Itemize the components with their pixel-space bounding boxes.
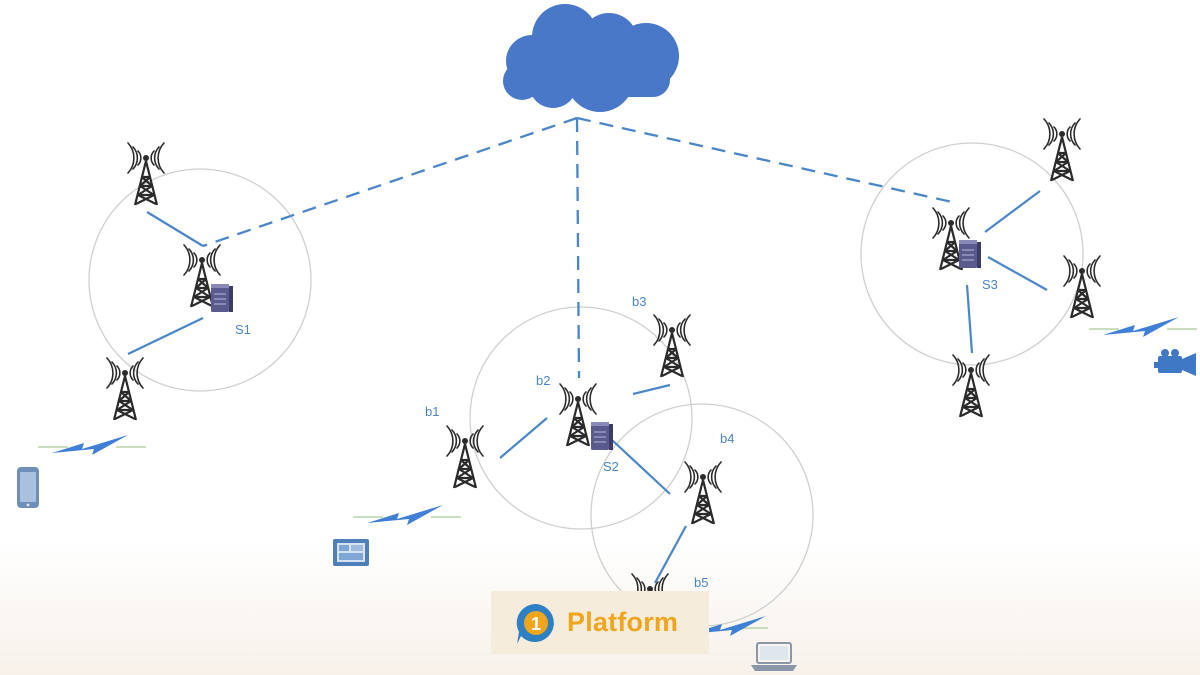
server-icon (958, 239, 982, 269)
backhaul-link-s2 (575, 117, 581, 379)
node-label-b1: b1 (425, 404, 439, 419)
platform-logo: 1 Platform (491, 591, 709, 654)
cell-coverage-circles (88, 142, 1084, 627)
cloud-icon (503, 4, 679, 112)
lightning-bolt-icon (1089, 317, 1197, 337)
node-label-s1: S1 (235, 322, 251, 337)
cell-tower-icon (558, 382, 598, 448)
tablet-icon (333, 539, 369, 566)
server-icon (210, 283, 234, 313)
video-camera-icon (1154, 349, 1196, 376)
cell-circle-s3 (860, 142, 1084, 366)
link-b4-b5 (654, 525, 687, 584)
cell-tower-icon (683, 460, 723, 526)
node-label-b5: b5 (694, 575, 708, 590)
lightning-bolt-icon (38, 435, 146, 455)
backhaul-link-s3 (576, 116, 953, 204)
node-label-b3: b3 (632, 294, 646, 309)
cell-circle-s1 (88, 168, 312, 392)
backhaul-link-s1 (202, 116, 578, 248)
link-s1-top (146, 211, 204, 247)
node-label-b2: b2 (536, 373, 550, 388)
cell-tower-icon (951, 353, 991, 419)
link-s2-b4 (611, 439, 671, 495)
cell-tower-icon (1042, 117, 1082, 183)
logo-badge-text: 1 (531, 614, 541, 634)
link-s3-right (987, 256, 1048, 291)
link-s1-bottom (127, 317, 204, 355)
laptop-icon (751, 642, 797, 671)
wireless-signals (38, 317, 1197, 636)
logo-text: Platform (567, 607, 679, 637)
link-s3-top (984, 190, 1041, 233)
smartphone-icon (17, 467, 39, 508)
lightning-bolt-icon (353, 505, 461, 525)
cell-circle-s2 (469, 306, 693, 530)
cell-tower-icon (126, 141, 166, 207)
fronthaul-links (127, 190, 1048, 584)
node-label-s3: S3 (982, 277, 998, 292)
node-label-b4: b4 (720, 431, 734, 446)
cell-tower-icon (652, 313, 692, 379)
cell-tower-icon (105, 356, 145, 422)
lightning-bolt-icon (690, 616, 768, 636)
logo-badge-icon: 1 (516, 603, 554, 644)
backhaul-links (202, 116, 953, 379)
server-icon (590, 421, 614, 451)
node-label-s2: S2 (603, 459, 619, 474)
link-s2-b1 (499, 417, 548, 459)
link-s2-b3 (632, 383, 671, 396)
link-s3-bottom (965, 284, 974, 354)
